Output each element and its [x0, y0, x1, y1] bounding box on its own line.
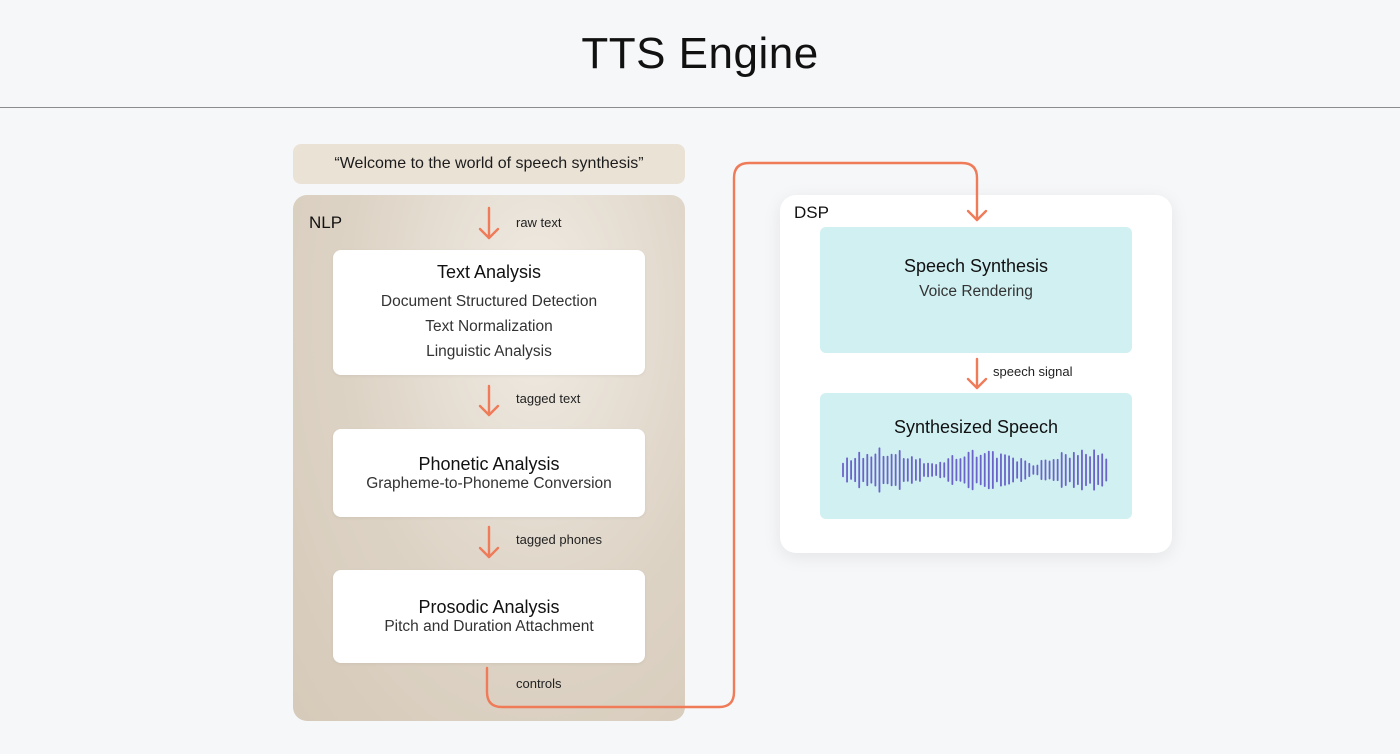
header: TTS Engine — [0, 0, 1400, 108]
speech-synthesis-subtitle: Voice Rendering — [919, 282, 1033, 300]
input-text: “Welcome to the world of speech synthesi… — [334, 155, 644, 172]
edge-label-controls: controls — [516, 676, 562, 691]
phonetic-analysis-card: Phonetic Analysis Grapheme-to-Phoneme Co… — [333, 429, 645, 517]
edge-label-tagged-phones: tagged phones — [516, 532, 603, 547]
text-analysis-item: Linguistic Analysis — [426, 342, 552, 360]
prosodic-analysis-title: Prosodic Analysis — [418, 597, 560, 617]
edge-label-raw-text: raw text — [516, 215, 562, 230]
phonetic-analysis-title: Phonetic Analysis — [418, 453, 560, 474]
text-analysis-title: Text Analysis — [436, 261, 542, 282]
text-analysis-card: Text Analysis Document Structured Detect… — [333, 250, 645, 375]
page-title: TTS Engine — [581, 28, 819, 78]
text-analysis-item: Text Normalization — [425, 317, 553, 335]
edge-label-tagged-text: tagged text — [516, 391, 581, 406]
text-analysis-item: Document Structured Detection — [380, 292, 598, 310]
input-text-box: “Welcome to the world of speech synthesi… — [293, 144, 685, 184]
prosodic-analysis-subtitle: Pitch and Duration Attachment — [384, 618, 594, 635]
phonetic-analysis-subtitle: Grapheme-to-Phoneme Conversion — [366, 474, 612, 492]
synthesized-speech-title: Synthesized Speech — [893, 417, 1059, 437]
nlp-label: NLP — [309, 213, 343, 232]
waveform-icon — [842, 447, 1108, 493]
dsp-label: DSP — [794, 203, 829, 222]
speech-synthesis-title: Speech Synthesis — [903, 255, 1049, 276]
speech-synthesis-card: Speech Synthesis Voice Rendering — [820, 227, 1132, 353]
dsp-panel: DSP Speech Synthesis Voice Rendering Syn… — [780, 195, 1172, 553]
edge-label-speech-signal: speech signal — [993, 364, 1073, 379]
prosodic-analysis-card: Prosodic Analysis Pitch and Duration Att… — [333, 570, 645, 663]
synthesized-speech-card: Synthesized Speech — [820, 393, 1132, 519]
nlp-panel: NLP Text Analysis Document Structured De… — [293, 195, 685, 721]
